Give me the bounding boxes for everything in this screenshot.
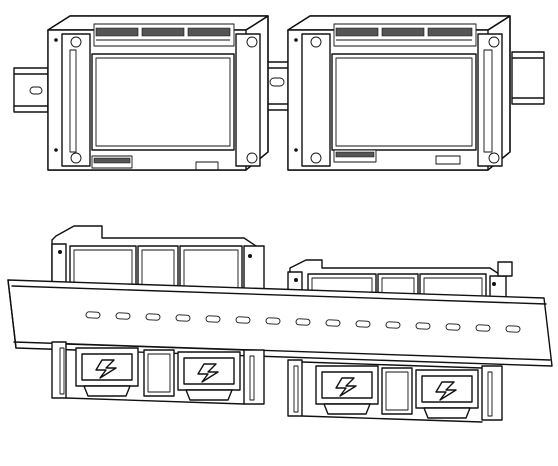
latch-2b[interactable]	[416, 370, 478, 418]
module-top-2	[288, 16, 510, 170]
terminal-block-bottom-1	[92, 156, 218, 170]
rail-slots	[86, 312, 520, 332]
module-rear-1-lower	[52, 342, 264, 404]
top-view	[14, 16, 544, 170]
latch-2a[interactable]	[316, 366, 378, 414]
latch-1a[interactable]	[76, 348, 138, 396]
bottom-view	[8, 226, 552, 422]
module-top-1	[48, 16, 268, 170]
terminal-blocks-top-1	[94, 24, 234, 46]
terminal-block-bottom-2	[334, 150, 460, 164]
module-rear-2-lower	[288, 360, 502, 422]
terminal-blocks-top-2	[334, 24, 476, 46]
din-rail-bottom	[8, 280, 552, 366]
latch-1b[interactable]	[178, 352, 240, 400]
